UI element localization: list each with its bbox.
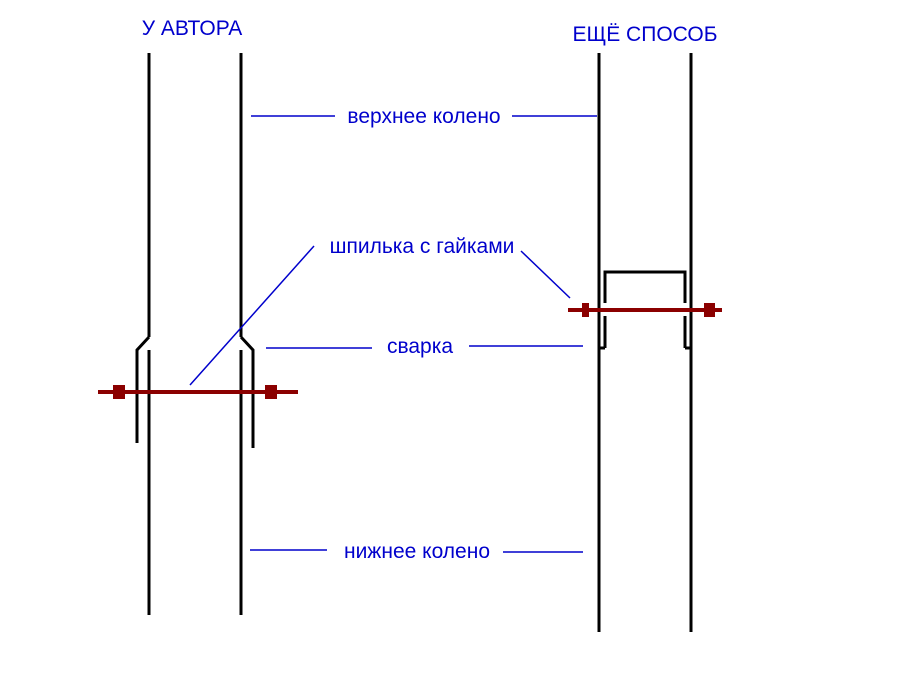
label-weld: сварка xyxy=(387,335,453,358)
left-stud-nut-left xyxy=(113,385,125,399)
title-right: ЕЩЁ СПОСОБ xyxy=(573,23,718,46)
stud-leader-left xyxy=(189,245,315,386)
right-stud-nut-left xyxy=(582,303,589,317)
right-weld-notch-left xyxy=(597,346,605,356)
label-stud-with-nuts: шпилька с гайками xyxy=(330,235,515,258)
left-assembly xyxy=(135,53,255,615)
right-weld-notch-right xyxy=(685,346,693,356)
right-assembly xyxy=(597,53,693,632)
right-stud xyxy=(568,303,722,317)
title-left: У АВТОРА xyxy=(142,17,243,40)
right-sleeve-wall-left xyxy=(603,270,687,303)
right-stud-nut-right xyxy=(704,303,715,317)
left-socket-wall-right xyxy=(239,335,255,448)
label-upper-knee: верхнее колено xyxy=(347,105,500,128)
leaders xyxy=(189,115,597,553)
left-stud xyxy=(98,385,298,399)
left-stud-nut-right xyxy=(265,385,277,399)
label-lower-knee: нижнее колено xyxy=(344,540,490,563)
stud-leader-right xyxy=(520,250,571,299)
left-socket-wall-left xyxy=(135,335,151,443)
